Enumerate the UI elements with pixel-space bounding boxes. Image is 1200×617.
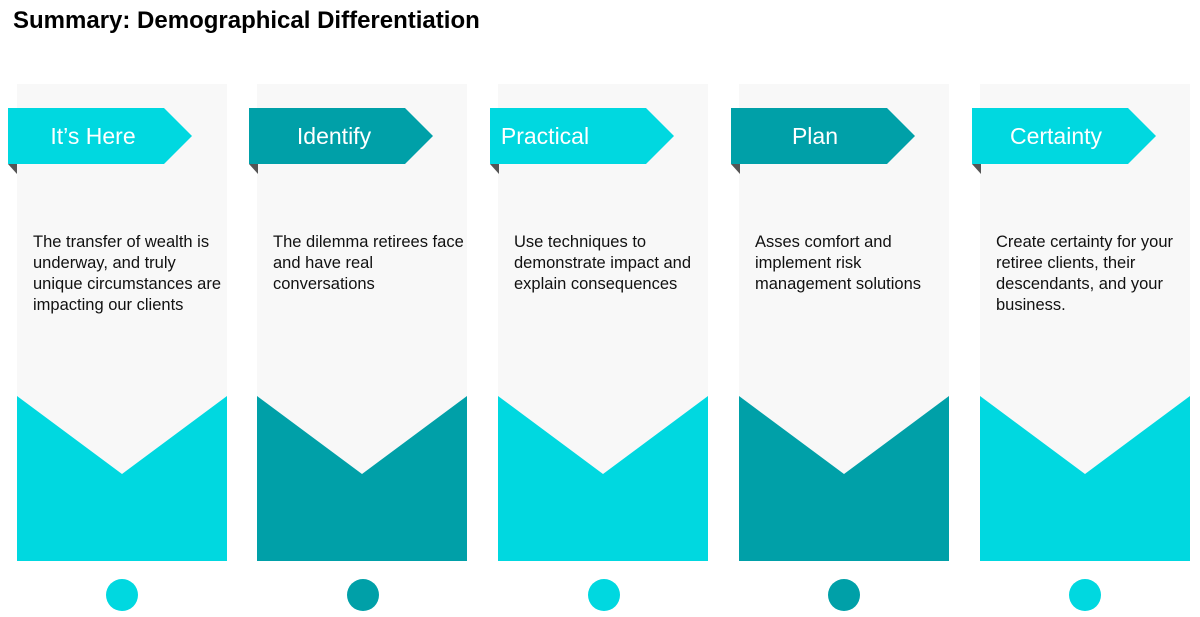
step-indicator-dot bbox=[106, 579, 138, 611]
page-title: Summary: Demographical Differentiation bbox=[13, 7, 480, 34]
chevron-fill bbox=[498, 396, 708, 561]
ribbon-body bbox=[972, 108, 1156, 164]
step-label: Practical bbox=[500, 123, 590, 149]
step-label: Plan bbox=[791, 123, 839, 149]
chevron-shape bbox=[739, 396, 949, 561]
step-ribbon-plan bbox=[731, 108, 915, 174]
step-indicator-dot bbox=[828, 579, 860, 611]
step-label: It’s Here bbox=[50, 123, 136, 149]
chevron-fill bbox=[17, 396, 227, 561]
ribbon-fold bbox=[731, 164, 740, 174]
step-ribbon-identify bbox=[249, 108, 433, 174]
step-indicator-dot bbox=[1069, 579, 1101, 611]
step-description: The dilemma retirees face and have real … bbox=[273, 233, 464, 293]
step-indicator-dot bbox=[588, 579, 620, 611]
step-ribbon-practical bbox=[490, 108, 674, 174]
ribbon-body bbox=[490, 108, 674, 164]
ribbon-fold bbox=[490, 164, 499, 174]
ribbon-fold bbox=[249, 164, 258, 174]
chevron-fill bbox=[739, 396, 949, 561]
step-ribbon-its-here bbox=[8, 108, 192, 174]
step-ribbon-certainty bbox=[972, 108, 1156, 174]
step-description: The transfer of wealth is underway, and … bbox=[33, 233, 222, 314]
ribbon-body bbox=[8, 108, 192, 164]
chevron-shape bbox=[257, 396, 467, 561]
step-description: Asses comfort and implement risk managem… bbox=[755, 233, 922, 293]
step-label: Certainty bbox=[1009, 123, 1103, 149]
step-description: Use techniques to demonstrate impact and… bbox=[514, 233, 692, 293]
step-description: Create certainty for your retiree client… bbox=[996, 233, 1173, 314]
ribbon-fold bbox=[972, 164, 981, 174]
ribbon-body bbox=[249, 108, 433, 164]
ribbon-body bbox=[731, 108, 915, 164]
chevron-fill bbox=[980, 396, 1190, 561]
ribbon-fold bbox=[8, 164, 17, 174]
chevron-shape bbox=[498, 396, 708, 561]
chevron-shape bbox=[980, 396, 1190, 561]
chevron-fill bbox=[257, 396, 467, 561]
chevron-shape bbox=[17, 396, 227, 561]
step-indicator-dot bbox=[347, 579, 379, 611]
step-label: Identify bbox=[296, 123, 372, 149]
